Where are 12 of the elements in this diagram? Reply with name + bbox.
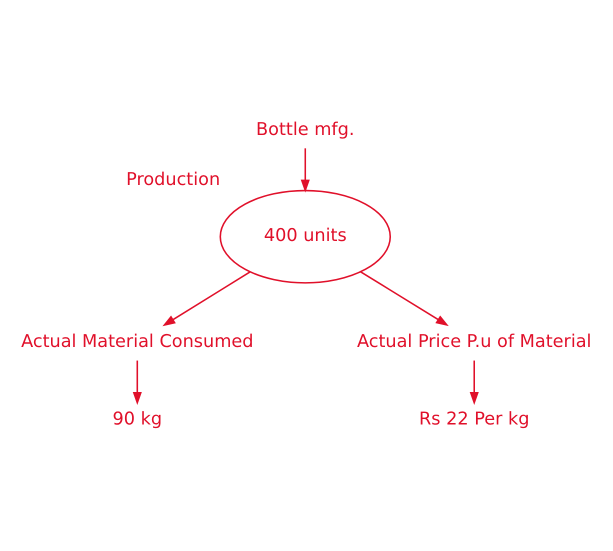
node-label: Production [126,170,220,190]
arrow [300,148,310,193]
node-text: Rs 22 Per kg [419,410,530,430]
node-ellipse: 400 units [220,190,392,284]
arrow [162,271,250,326]
node-text: Actual Material Consumed [21,332,254,352]
node-text: Bottle mfg. [256,120,355,140]
node-text: Actual Price P.u of Material [356,332,592,352]
arrow [470,360,479,406]
node-text: 90 kg [112,410,162,430]
arrow [360,271,449,326]
arrow [132,360,142,406]
